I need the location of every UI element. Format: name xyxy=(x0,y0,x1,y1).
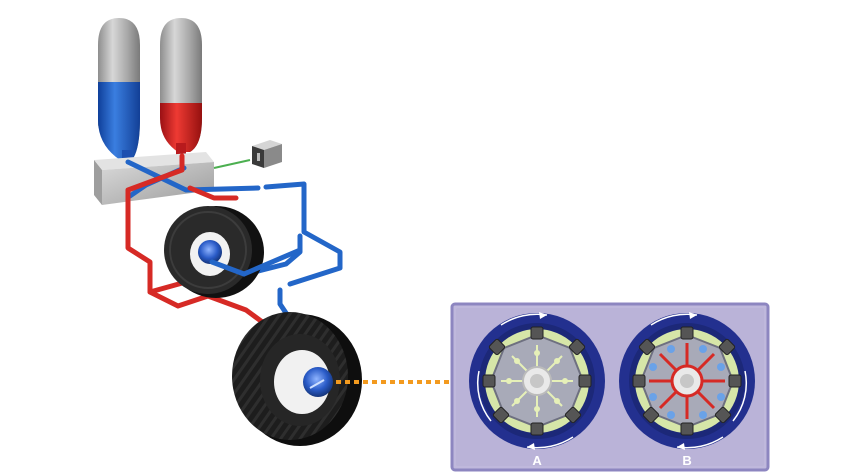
rotor-b-label: B xyxy=(682,453,691,468)
red-reservoir-tank xyxy=(160,18,202,157)
rear-hub xyxy=(303,367,333,397)
rotor-detail-a: A xyxy=(469,312,605,468)
blue-pipe-front-segment xyxy=(209,247,303,277)
rotor-detail-b: B xyxy=(619,312,755,468)
signal-wire xyxy=(213,159,251,169)
front-hub xyxy=(198,240,222,264)
electrical-connector xyxy=(252,140,282,168)
rear-tire xyxy=(232,312,362,446)
blue-reservoir-tank xyxy=(98,18,140,164)
rotor-a-label: A xyxy=(532,453,542,468)
